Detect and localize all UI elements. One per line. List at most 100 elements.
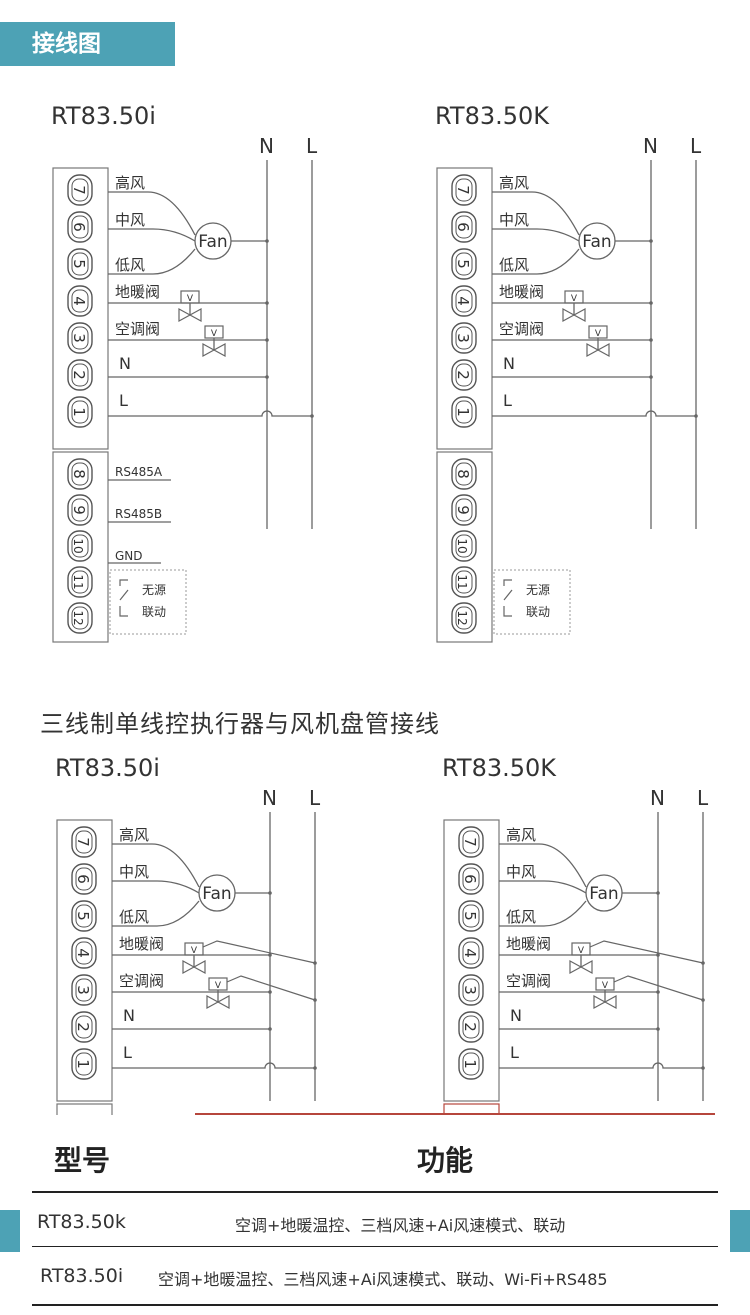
terminal-ring (67, 396, 93, 428)
n-label: N (259, 134, 274, 158)
wire-valve-l (589, 940, 704, 964)
side-tab-left (0, 1210, 20, 1252)
valve-body-icon (569, 959, 593, 975)
wire-l (108, 410, 312, 417)
terminal-number: 3 (70, 333, 88, 343)
table-rule (32, 1191, 718, 1193)
label-mid: 中风 (119, 863, 149, 881)
label-low: 低风 (506, 908, 536, 926)
terminal-number: 7 (461, 837, 479, 847)
n-label: N (262, 786, 277, 810)
junction-dot (701, 998, 705, 1002)
wire-low-curve (156, 900, 200, 927)
terminal-inner (71, 570, 89, 594)
terminal-inner (75, 978, 93, 1002)
model-label: RT83.50i (51, 102, 156, 130)
junction-dot (313, 998, 317, 1002)
terminal-inner (71, 289, 89, 313)
terminal-number: 4 (74, 948, 92, 958)
model-label: RT83.50i (55, 754, 160, 782)
terminal-inner (455, 289, 473, 313)
junction-dot (656, 990, 660, 994)
terminal-inner (455, 215, 473, 239)
terminal-ring (451, 458, 477, 490)
valve-icon-letter: V (215, 981, 222, 991)
terminal-inner (455, 363, 473, 387)
label-dry-contact: 无源 (526, 583, 550, 597)
wire-high-curve (538, 843, 587, 888)
label-l: L (119, 391, 128, 410)
switch-icon (119, 589, 129, 601)
terminal-ring (458, 974, 484, 1006)
column-header-function: 功能 (417, 1144, 474, 1177)
terminal-ring (451, 396, 477, 428)
terminal-ring (451, 359, 477, 391)
section-title: 三线制单线控执行器与风机盘管接线 (40, 710, 440, 738)
terminal-ring (458, 826, 484, 858)
switch-icon (503, 589, 513, 601)
terminal-inner (75, 830, 93, 854)
terminal-number: 3 (74, 985, 92, 995)
junction-dot (649, 239, 653, 243)
terminal-number: 2 (70, 370, 88, 380)
wire-low-curve (536, 248, 580, 275)
divider-line (195, 1113, 715, 1115)
terminal-inner (71, 400, 89, 424)
wire-l (492, 410, 696, 417)
valve-icon-letter: V (571, 294, 578, 304)
terminal-ring (458, 863, 484, 895)
terminal-number: 4 (70, 296, 88, 306)
terminal-ring (458, 937, 484, 969)
wire-high-curve (151, 843, 200, 888)
fan-label: Fan (582, 232, 611, 252)
dry-contact-box (109, 569, 187, 635)
valve-icon-letter: V (578, 946, 585, 956)
junction-dot (265, 375, 269, 379)
terminal-number: 3 (461, 985, 479, 995)
label-high: 高风 (506, 826, 536, 844)
label-gnd: GND (115, 549, 143, 563)
label-n: N (119, 354, 131, 373)
terminal-ring (67, 359, 93, 391)
terminal-number: 1 (70, 407, 88, 417)
label-ac-valve: 空调阀 (115, 320, 160, 338)
terminal-number: 7 (454, 185, 472, 195)
column-header-model: 型号 (54, 1144, 111, 1177)
table-rule (32, 1246, 718, 1247)
label-rs485b: RS485B (115, 507, 162, 521)
terminal-number: 10 (455, 538, 469, 553)
junction-dot (694, 414, 698, 418)
side-tab-right (730, 1210, 750, 1252)
valve-icon-letter: V (211, 329, 218, 339)
section-header: 接线图 (0, 22, 175, 66)
l-label: L (697, 786, 709, 810)
switch-icon (119, 579, 128, 586)
junction-dot (313, 961, 317, 965)
terminal-number: 1 (461, 1059, 479, 1069)
row-model: RT83.50k (37, 1211, 126, 1233)
terminal-ring (71, 900, 97, 932)
junction-dot (268, 990, 272, 994)
terminal-number: 11 (71, 574, 85, 589)
terminal-number: 5 (74, 911, 92, 921)
terminal-ring (67, 248, 93, 280)
terminal-number: 4 (454, 296, 472, 306)
switch-icon (503, 606, 512, 617)
terminal-inner (455, 498, 473, 522)
terminal-ring (451, 285, 477, 317)
valve-icon-letter: V (595, 329, 602, 339)
terminal-block-lower-partial (56, 1103, 113, 1115)
valve-body-icon (182, 959, 206, 975)
terminal-ring (67, 285, 93, 317)
terminal-number: 11 (455, 574, 469, 589)
label-rs485a: RS485A (115, 465, 163, 479)
terminal-inner (462, 904, 480, 928)
terminal-ring (458, 900, 484, 932)
fan-label: Fan (589, 884, 618, 904)
terminal-inner (455, 570, 473, 594)
terminal-inner (71, 215, 89, 239)
terminal-inner (455, 462, 473, 486)
label-mid: 中风 (506, 863, 536, 881)
label-floor-valve: 地暖阀 (119, 935, 164, 953)
terminal-ring (71, 974, 97, 1006)
